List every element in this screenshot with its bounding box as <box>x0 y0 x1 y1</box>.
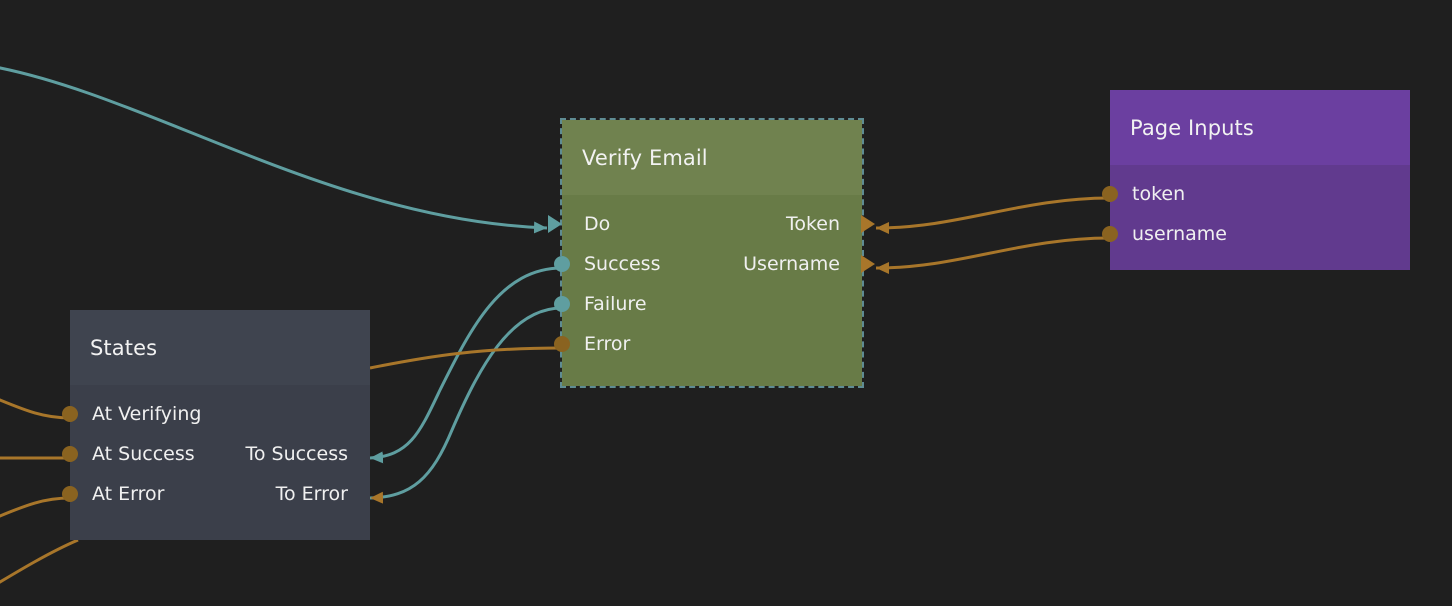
port-at-error-dot-icon[interactable] <box>62 486 78 502</box>
port-row-at-error[interactable]: At Error To Error <box>62 474 370 514</box>
wire-offscreen-bottom-left <box>0 538 79 584</box>
port-label-to-success: To Success <box>245 442 348 465</box>
node-page-inputs[interactable]: Page Inputs token username <box>1102 90 1410 270</box>
node-verify-email-header[interactable]: Verify Email <box>562 120 862 195</box>
port-failure-dot-icon[interactable] <box>554 296 570 312</box>
node-verify-email[interactable]: Verify Email Do Token Success Username F… <box>548 118 875 388</box>
port-label-to-error: To Error <box>275 482 348 505</box>
wire-verify-error-offscreen <box>369 346 563 370</box>
node-page-inputs-header[interactable]: Page Inputs <box>1110 90 1410 165</box>
port-username-dot-icon[interactable] <box>1102 226 1118 242</box>
wire-verify-failure-to-states-to-error <box>369 306 563 504</box>
node-states[interactable]: States At Verifying At Success To Succes… <box>62 310 370 540</box>
node-verify-email-title: Verify Email <box>582 145 708 170</box>
wire-states-at-verifying-offscreen <box>0 398 71 420</box>
wire-page-inputs-token-to-verify-token <box>875 196 1111 234</box>
node-states-title: States <box>90 335 158 360</box>
wire-offscreen-to-verify-do <box>0 66 548 234</box>
port-token-dot-icon[interactable] <box>1102 186 1118 202</box>
node-states-body: At Verifying At Success To Success At Er… <box>62 385 370 540</box>
port-label-username-output: username <box>1132 222 1227 245</box>
port-label-do: Do <box>584 212 611 235</box>
port-success-dot-icon[interactable] <box>554 256 570 272</box>
node-page-inputs-title: Page Inputs <box>1130 115 1254 140</box>
port-at-success-dot-icon[interactable] <box>62 446 78 462</box>
port-username-arrow-icon[interactable] <box>861 255 875 273</box>
port-label-token: Token <box>785 212 840 235</box>
node-verify-email-body: Do Token Success Username Failure Error <box>548 195 875 386</box>
port-row-do[interactable]: Do Token <box>548 204 875 244</box>
node-states-header[interactable]: States <box>70 310 370 385</box>
port-row-success[interactable]: Success Username <box>554 244 875 284</box>
port-label-username: Username <box>743 252 840 275</box>
port-label-success: Success <box>584 252 661 275</box>
port-error-dot-icon[interactable] <box>554 336 570 352</box>
port-row-username[interactable]: username <box>1102 214 1410 254</box>
port-label-failure: Failure <box>584 292 647 315</box>
port-label-at-verifying: At Verifying <box>92 402 202 425</box>
port-label-at-error: At Error <box>92 482 165 505</box>
port-token-arrow-icon[interactable] <box>861 215 875 233</box>
port-label-at-success: At Success <box>92 442 195 465</box>
port-row-token[interactable]: token <box>1102 174 1410 214</box>
port-row-at-verifying[interactable]: At Verifying <box>62 394 370 434</box>
port-row-failure[interactable]: Failure <box>554 284 862 324</box>
wire-states-at-error-offscreen <box>0 496 71 518</box>
wire-page-inputs-username-to-verify-username <box>875 236 1111 274</box>
port-at-verifying-dot-icon[interactable] <box>62 406 78 422</box>
wire-verify-success-to-states-to-success <box>369 266 563 464</box>
port-row-error[interactable]: Error <box>554 324 862 364</box>
port-do-arrow-icon[interactable] <box>548 215 562 233</box>
port-label-token-output: token <box>1132 182 1186 205</box>
port-row-at-success[interactable]: At Success To Success <box>62 434 370 474</box>
port-label-error: Error <box>584 332 631 355</box>
node-page-inputs-body: token username <box>1102 165 1410 270</box>
